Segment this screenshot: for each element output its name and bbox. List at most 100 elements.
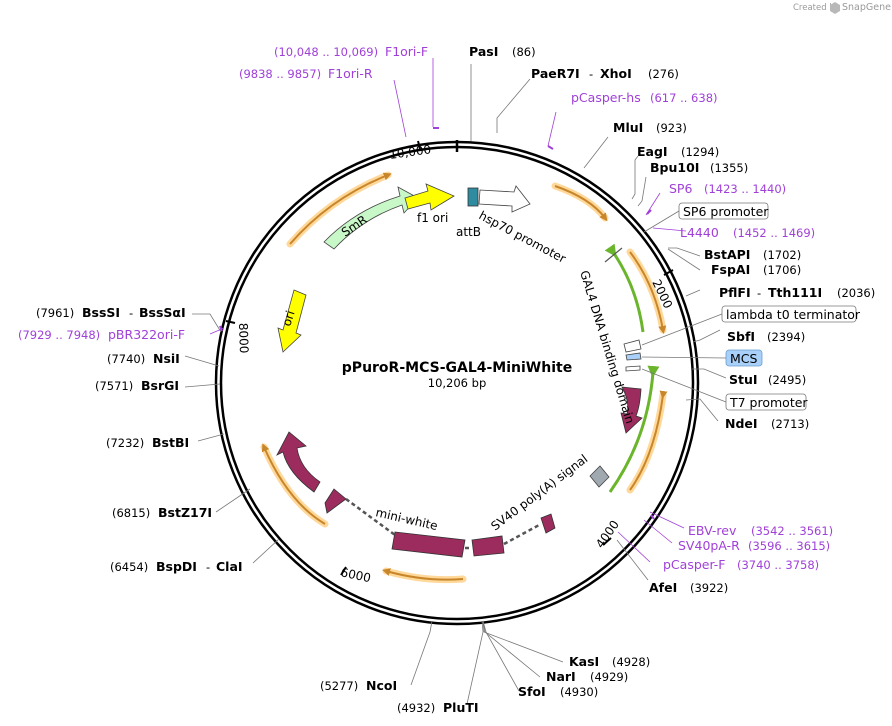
primer-f1ori-r[interactable]: (9838 .. 9857) F1ori-R [239,66,373,81]
primer-leader-lines [209,58,687,563]
svg-text:(1702): (1702) [763,248,801,262]
enzyme-bsrgi[interactable]: (7571) BsrGI [95,378,179,393]
svg-text:BsrGI: BsrGI [141,378,179,393]
enzyme-bpu10i[interactable]: Bpu10I (1355) [650,160,748,175]
boxed-t7-promoter[interactable]: T7 promoter [725,393,808,411]
svg-text:FspAI: FspAI [711,262,750,277]
enzyme-bspdi-clai[interactable]: (6454) BspDI - ClaI [110,559,243,574]
svg-text:(6815): (6815) [112,506,150,520]
enzyme-bsssi-bsssai[interactable]: (7961) BssSI - BssSαI [36,305,186,320]
svg-text:BssSI: BssSI [82,305,120,320]
svg-text:SbfI: SbfI [727,329,755,344]
enzyme-pluti[interactable]: (4932) PluTI [397,700,479,715]
tick-label-4000: 4000 [593,518,622,551]
svg-text:StuI: StuI [729,372,758,387]
feature-label-attb: attB [456,225,481,239]
enzyme-bstbi[interactable]: (7232) BstBI [106,435,189,450]
boxed-mcs[interactable]: MCS [725,349,763,367]
svg-text:lambda t0 terminator: lambda t0 terminator [726,307,861,322]
svg-text:Tth111I: Tth111I [768,285,822,300]
enzyme-stui[interactable]: StuI (2495) [729,372,806,387]
tick-label-10000: 10,000 [388,142,432,162]
primer-pcasper-hs[interactable]: pCasper-hs (617 .. 638) [571,90,718,105]
svg-text:L4440: L4440 [680,225,719,240]
svg-text:NcoI: NcoI [366,678,397,693]
feature-smr[interactable] [323,186,419,250]
svg-text:PaeR7I: PaeR7I [531,66,580,81]
svg-text:(1706): (1706) [763,263,801,277]
svg-text:(2394): (2394) [767,330,805,344]
enzyme-ndei[interactable]: NdeI (2713) [725,416,809,431]
svg-text:BspDI: BspDI [156,559,197,574]
svg-text:(4929): (4929) [590,670,628,684]
primer-sp6[interactable]: SP6 (1423 .. 1440) [669,181,786,196]
feature-gal4[interactable] [620,386,643,434]
plasmid-name: pPuroR-MCS-GAL4-MiniWhite [342,360,572,376]
boxed-sp6-promoter[interactable]: SP6 promoter [678,202,769,220]
enzyme-mlui[interactable]: MluI (923) [613,120,687,135]
svg-text:MCS: MCS [730,351,758,366]
feature-f1ori[interactable] [404,183,455,211]
enzyme-nari[interactable]: NarI (4929) [546,669,628,684]
feature-mini-white[interactable] [276,431,556,558]
scale-ticks [225,140,674,576]
enzyme-fspai[interactable]: FspAI (1706) [711,262,801,277]
svg-text:F1ori-R: F1ori-R [328,66,373,81]
enzyme-kasi[interactable]: KasI (4928) [569,654,650,669]
svg-text:(276): (276) [648,67,679,81]
enzyme-sbfi[interactable]: SbfI (2394) [727,329,805,344]
enzyme-ncoi[interactable]: (5277) NcoI [320,678,397,693]
enzyme-eagi[interactable]: EagI (1294) [637,144,719,159]
svg-text:(86): (86) [512,45,536,59]
enzyme-pflfi-tth111i[interactable]: PflFI - Tth111I (2036) [719,285,875,300]
svg-text:(2495): (2495) [768,373,806,387]
enzyme-nsii[interactable]: (7740) NsiI [107,351,180,366]
svg-text:(3596 .. 3615): (3596 .. 3615) [748,539,830,553]
enzyme-afei[interactable]: AfeI (3922) [649,580,728,595]
primer-l4440[interactable]: L4440 (1452 .. 1469) [680,225,815,240]
boxed-leader-lines [641,210,727,403]
primer-sv40pa-r[interactable]: SV40pA-R (3596 .. 3615) [678,538,830,553]
svg-text:(7232): (7232) [106,436,144,450]
primer-pbr322ori-f[interactable]: (7929 .. 7948) pBR322ori-F [18,327,185,342]
svg-text:PflFI: PflFI [719,285,751,300]
svg-text:BstAPI: BstAPI [704,247,750,262]
boxed-lambda-terminator[interactable]: lambda t0 terminator [721,305,861,323]
tick-label-6000: 6000 [339,565,372,585]
svg-text:MluI: MluI [613,120,643,135]
svg-text:KasI: KasI [569,654,599,669]
svg-text:(4932): (4932) [397,701,435,715]
tick-label-8000: 8000 [236,323,251,354]
enzyme-pasi[interactable]: PasI (86) [469,44,536,59]
svg-text:SP6 promoter: SP6 promoter [683,204,769,219]
primer-f1ori-f[interactable]: (10,048 .. 10,069) F1ori-F [274,44,428,59]
enzyme-paer7i-xhoi[interactable]: PaeR7I - XhoI (276) [531,66,679,81]
primer-pcasper-f[interactable]: pCasper-F (3740 .. 3758) [663,557,819,572]
enzyme-bstz17i[interactable]: (6815) BstZ17I [112,505,212,520]
svg-text:SV40pA-R: SV40pA-R [678,538,740,553]
svg-text:Bpu10I: Bpu10I [650,160,699,175]
enzyme-bstapi[interactable]: BstAPI (1702) [704,247,801,262]
svg-text:(1355): (1355) [710,161,748,175]
svg-text:-: - [206,560,210,574]
svg-text:(7929 .. 7948): (7929 .. 7948) [18,328,100,342]
feature-sv40-polya[interactable] [589,465,610,488]
svg-text:(7961): (7961) [36,306,74,320]
svg-text:(1423 .. 1440): (1423 .. 1440) [704,182,786,196]
mcs-marks [604,247,642,372]
primer-ebv-rev[interactable]: EBV-rev (3542 .. 3561) [688,523,833,538]
svg-text:AfeI: AfeI [649,580,677,595]
svg-text:(7571): (7571) [95,379,133,393]
svg-text:F1ori-F: F1ori-F [385,44,428,59]
feature-ori[interactable] [277,289,307,353]
feature-hsp70-promoter[interactable] [478,185,531,213]
svg-text:(3740 .. 3758): (3740 .. 3758) [737,558,819,572]
svg-text:-: - [129,306,133,320]
feature-attb[interactable] [467,187,479,207]
svg-text:(10,048 .. 10,069): (10,048 .. 10,069) [274,45,378,59]
svg-text:pBR322ori-F: pBR322ori-F [108,327,185,342]
feature-label-miniwhite: mini-white [374,505,439,533]
enzyme-sfoi[interactable]: SfoI (4930) [518,684,598,699]
credit-prefix: Created by [793,3,840,13]
